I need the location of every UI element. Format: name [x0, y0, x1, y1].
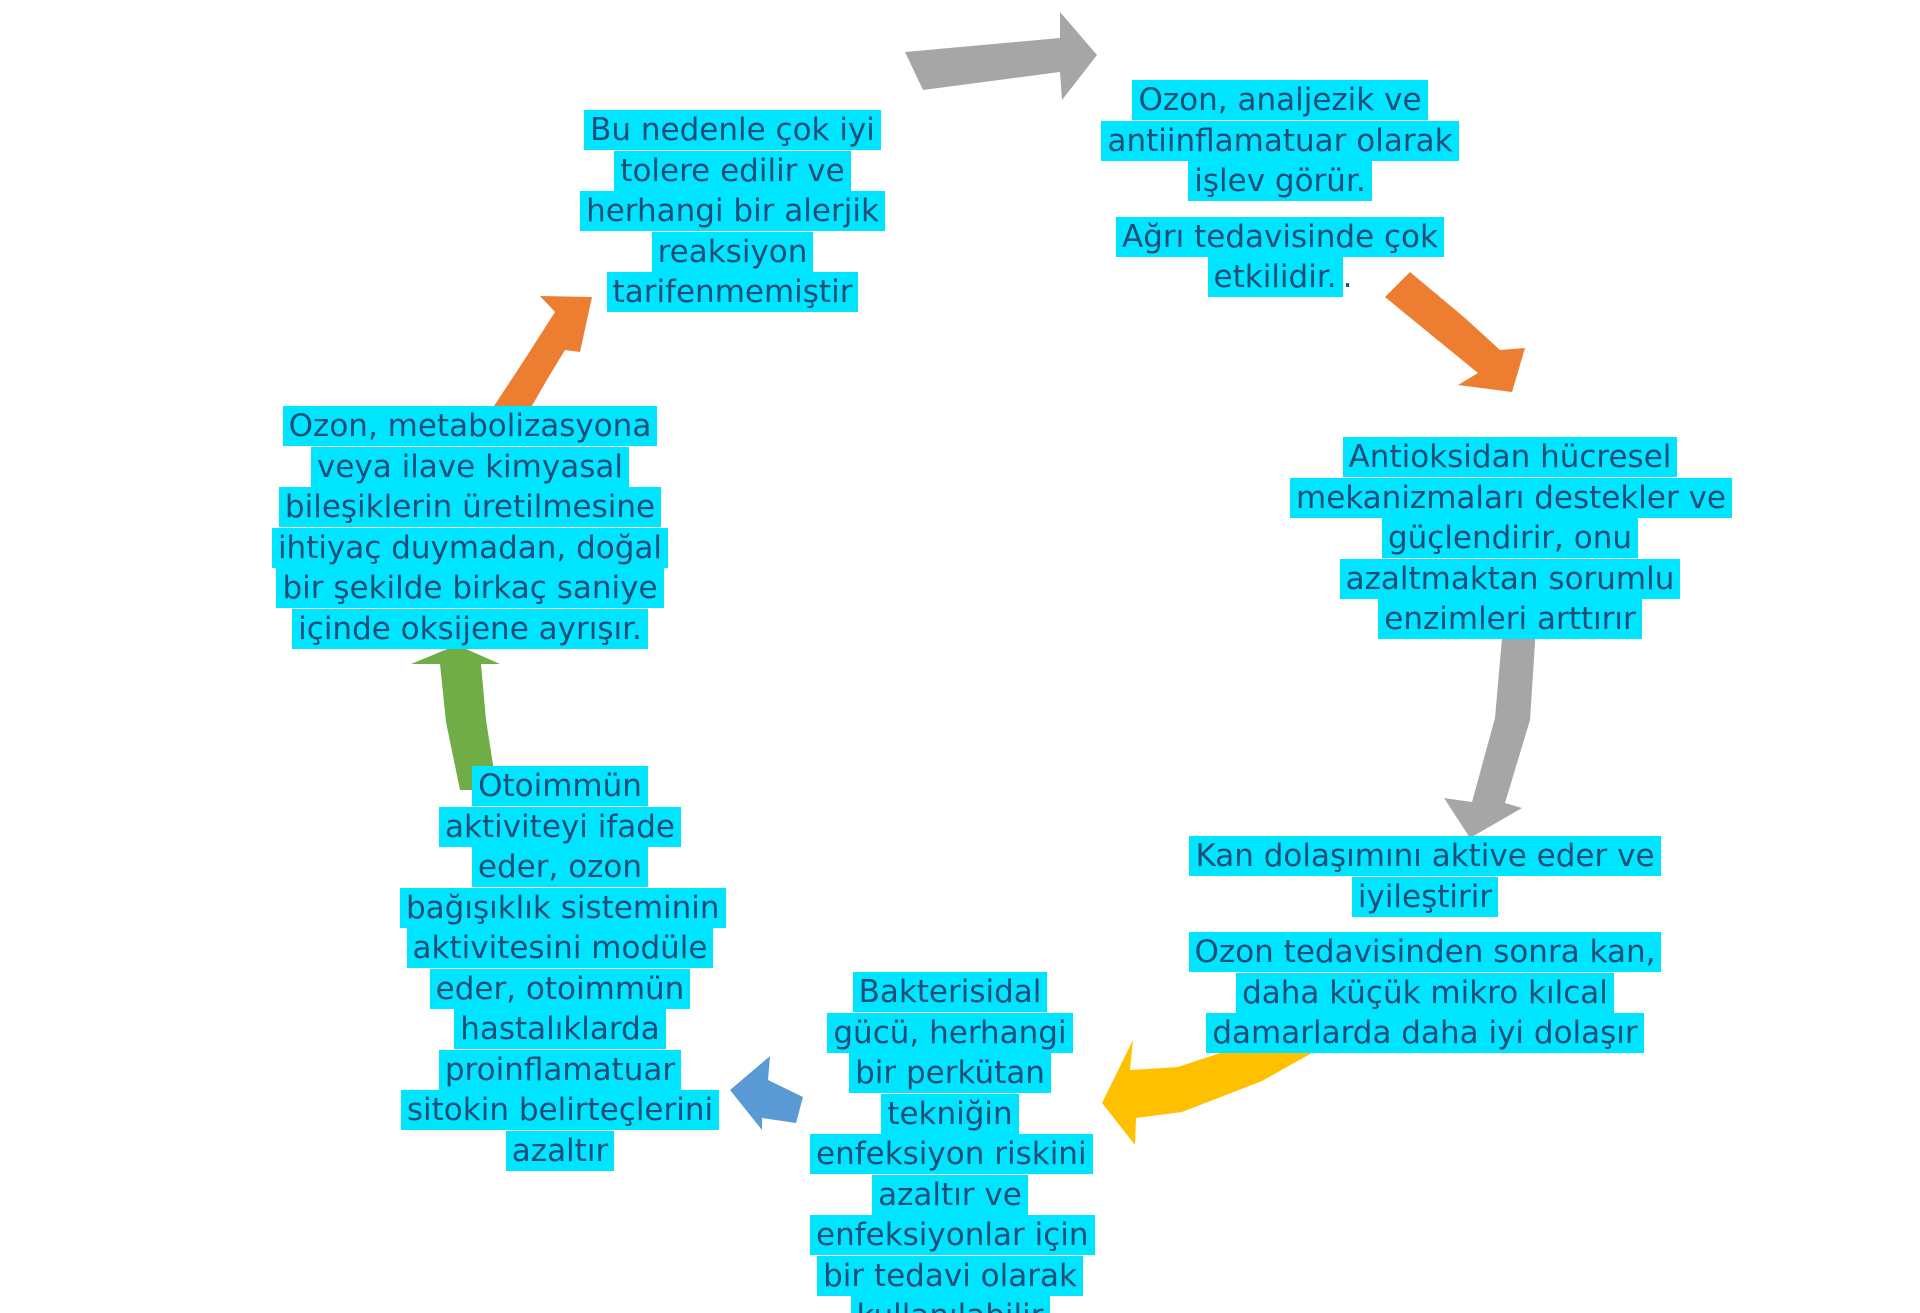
step-circulation: Kan dolaşımını aktive eder ve iyileştiri…: [1180, 836, 1670, 1054]
step-text: Kan dolaşımını aktive eder ve iyileştiri…: [1189, 836, 1661, 917]
step-analgesic: Ozon, analjezik ve antiinflamatuar olara…: [1100, 80, 1460, 298]
step-text: Otoimmün aktiviteyi ifade eder, ozon bağ…: [400, 766, 726, 1171]
step-text: Ozon, metabolizasyona veya ilave kimyasa…: [271, 406, 669, 649]
paragraph-gap: [1100, 202, 1460, 217]
step-paragraph: Bakterisidal gücü, herhangi bir perkütan…: [810, 972, 1095, 1313]
step-text: Bakterisidal gücü, herhangi bir perkütan…: [810, 972, 1095, 1313]
step-autoimmune: Otoimmün aktiviteyi ifade eder, ozon bağ…: [400, 766, 726, 1171]
step-tolerance: Bu nedenle çok iyi tolere edilir ve herh…: [545, 110, 920, 313]
step-paragraph: Ozon tedavisinden sonra kan, daha küçük …: [1180, 932, 1670, 1054]
step-paragraph: Ozon, analjezik ve antiinflamatuar olara…: [1100, 80, 1460, 202]
step-paragraph: Bu nedenle çok iyi tolere edilir ve herh…: [545, 110, 920, 313]
step-paragraph: Kan dolaşımını aktive eder ve iyileştiri…: [1180, 836, 1670, 917]
step-text: Bu nedenle çok iyi tolere edilir ve herh…: [580, 110, 885, 312]
arrow-decomposition-to-tolerance: [488, 296, 592, 430]
step-text: Ağrı tedavisinde çok etkilidir.: [1116, 216, 1444, 297]
step-bactericidal: Bakterisidal gücü, herhangi bir perkütan…: [810, 972, 1095, 1313]
step-paragraph: Ağrı tedavisinde çok etkilidir..: [1100, 216, 1460, 298]
arrow-antioxidant-to-circulation: [1444, 627, 1536, 838]
arrow-analgesic-to-antioxidant: [1385, 272, 1525, 392]
step-decomposition: Ozon, metabolizasyona veya ilave kimyasa…: [250, 406, 690, 649]
step-paragraph: Otoimmün aktiviteyi ifade eder, ozon bağ…: [400, 766, 726, 1171]
step-paragraph: Ozon, metabolizasyona veya ilave kimyasa…: [250, 406, 690, 649]
arrow-tolerance-to-analgesic: [905, 12, 1097, 100]
step-antioxidant: Antioksidan hücresel mekanizmaları deste…: [1290, 437, 1733, 640]
step-text: Ozon, analjezik ve antiinflamatuar olara…: [1101, 80, 1459, 201]
step-paragraph: Antioksidan hücresel mekanizmaları deste…: [1290, 437, 1733, 640]
trailing-dot: .: [1342, 259, 1353, 295]
step-text: Antioksidan hücresel mekanizmaları deste…: [1290, 437, 1733, 639]
arrow-autoimmune-to-decomposition: [411, 645, 500, 790]
step-text: Ozon tedavisinden sonra kan, daha küçük …: [1188, 932, 1662, 1053]
arrow-bactericidal-to-autoimmune: [730, 1056, 803, 1130]
paragraph-gap: [1180, 917, 1670, 932]
